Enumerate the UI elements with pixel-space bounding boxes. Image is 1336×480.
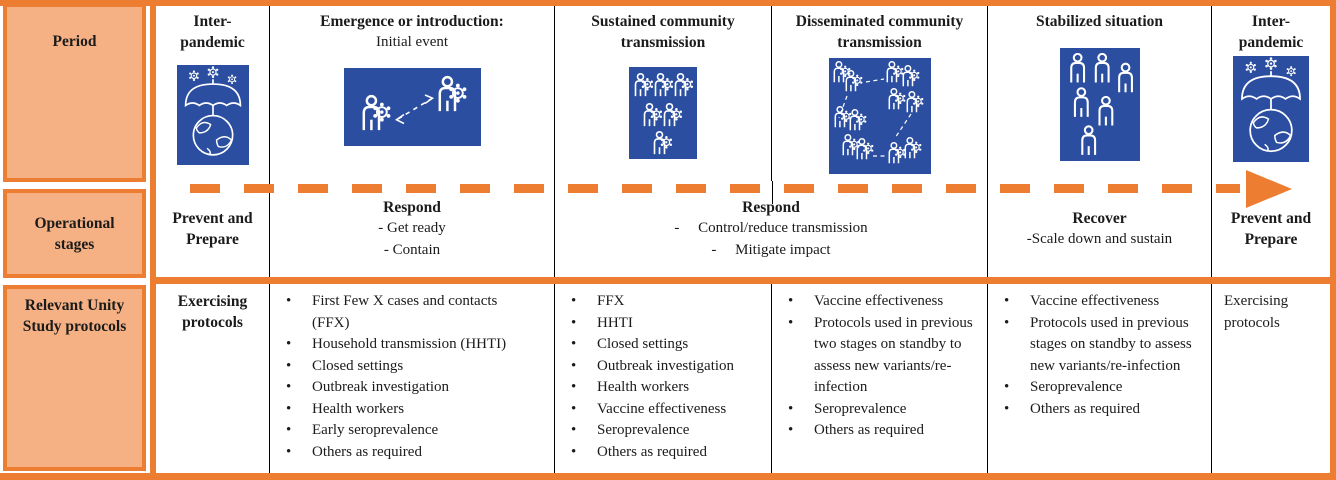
- protocol-item: Health workers: [286, 399, 552, 421]
- row-label-protocols: Relevant Unity Study protocols: [3, 285, 146, 471]
- row-label-period: Period: [3, 3, 146, 182]
- period-cell-emergence: Emergence or introduction: Initial event: [270, 6, 555, 181]
- recovered-group-icon: [1059, 48, 1140, 161]
- protocol-item: Household transmission (HHTI): [286, 334, 552, 356]
- protocol-text: Exercising protocols: [1224, 293, 1289, 331]
- stage-item: - Get ready: [378, 220, 446, 236]
- period-cell-interpandemic-start: Inter-pandemic: [156, 6, 270, 181]
- row-label-text: Operational stages: [34, 214, 115, 253]
- row-label-text: Relevant Unity Study protocols: [22, 297, 127, 335]
- stage-cell-respond-contain: Respond - Get ready - Contain: [270, 181, 555, 277]
- umbrella-globe-icon: [176, 65, 249, 165]
- stage-head: Respond: [742, 199, 800, 216]
- main-table-left-border: [150, 0, 156, 480]
- period-subtitle: Initial event: [375, 34, 449, 50]
- protocol-item: Early seroprevalence: [286, 420, 552, 442]
- period-title: Inter-pandemic: [1238, 13, 1304, 51]
- stage-cell-prevent-prepare-start: Prevent and Prepare: [156, 181, 270, 277]
- stage-head: Recover: [1072, 209, 1127, 227]
- protocol-list: First Few X cases and contacts (FFX)Hous…: [270, 284, 554, 463]
- protocol-item: Seroprevalence: [788, 399, 985, 421]
- infected-group-icon: [629, 67, 697, 159]
- stage-item: -Scale down and sustain: [1026, 230, 1173, 247]
- person-to-person-transmission-icon: [343, 68, 481, 146]
- period-cell-sustained: Sustained community transmission: [555, 6, 772, 181]
- protocol-item: Protocols used in previous two stages on…: [788, 313, 985, 399]
- umbrella-globe-icon: [1233, 56, 1309, 162]
- stage-cell-recover: Recover -Scale down and sustain: [988, 181, 1212, 277]
- protocol-item: Others as required: [1004, 399, 1209, 421]
- stage-head: Respond: [383, 199, 441, 216]
- period-cell-stabilized: Stabilized situation: [988, 6, 1212, 181]
- frame-bottom-border: [0, 473, 1336, 480]
- protocol-item: Outbreak investigation: [286, 377, 552, 399]
- protocol-item: Outbreak investigation: [571, 356, 769, 378]
- protocol-item: HHTI: [571, 313, 769, 335]
- protocol-item: Protocols used in previous stages on sta…: [1004, 313, 1209, 378]
- infected-clusters-network-icon: [828, 58, 931, 174]
- protocol-item: Seroprevalence: [571, 420, 769, 442]
- protocol-item: Closed settings: [571, 334, 769, 356]
- protocol-item: Vaccine effectiveness: [571, 399, 769, 421]
- period-cell-interpandemic-end: Inter-pandemic: [1212, 6, 1330, 181]
- protocol-item: Others as required: [571, 442, 769, 464]
- protocol-item: Others as required: [788, 420, 985, 442]
- protocol-cell-exercising-end: Exercising protocols: [1212, 284, 1330, 473]
- protocol-item: FFX: [571, 291, 769, 313]
- stage-item: - Mitigate impact: [711, 241, 831, 258]
- protocol-cell-disseminated: Vaccine effectivenessProtocols used in p…: [772, 284, 988, 473]
- stage-cell-respond-control: Respond - Control/reduce transmission - M…: [555, 181, 988, 277]
- period-title: Sustained community transmission: [591, 13, 735, 51]
- protocol-list: Vaccine effectivenessProtocols used in p…: [988, 284, 1211, 420]
- protocol-item: Closed settings: [286, 356, 552, 378]
- row-separator: [150, 277, 1336, 284]
- protocol-text: Exercising protocols: [177, 293, 248, 331]
- protocol-item: Health workers: [571, 377, 769, 399]
- period-title: Inter-pandemic: [180, 13, 245, 51]
- period-title: Disseminated community transmission: [795, 13, 964, 51]
- period-title: Stabilized situation: [1035, 13, 1164, 30]
- timeline-arrow-dashes: [190, 184, 1240, 193]
- protocol-item: First Few X cases and contacts (FFX): [286, 291, 552, 334]
- protocol-cell-sustained: FFXHHTIClosed settingsOutbreak investiga…: [555, 284, 772, 473]
- period-cell-disseminated: Disseminated community transmission: [772, 6, 988, 181]
- stage-item: - Contain: [383, 241, 441, 258]
- row-label-text: Period: [52, 33, 97, 50]
- protocol-item: Others as required: [286, 442, 552, 464]
- protocol-item: Vaccine effectiveness: [788, 291, 985, 313]
- protocol-item: Seroprevalence: [1004, 377, 1209, 399]
- frame-right-border: [1330, 0, 1336, 480]
- stage-item: - Control/reduce transmission: [674, 220, 868, 236]
- stage-head: Prevent and Prepare: [1230, 210, 1312, 248]
- timeline-arrow-head-icon: [1246, 170, 1292, 208]
- protocol-cell-stabilized: Vaccine effectivenessProtocols used in p…: [988, 284, 1212, 473]
- protocol-list: FFXHHTIClosed settingsOutbreak investiga…: [555, 284, 771, 463]
- period-title: Emergence or introduction:: [320, 13, 504, 30]
- stage-items: - Control/reduce transmission - Mitigate …: [674, 218, 867, 261]
- protocol-item: Vaccine effectiveness: [1004, 291, 1209, 313]
- stage-items: -Scale down and sustain: [1027, 229, 1172, 251]
- protocol-cell-exercising-start: Exercising protocols: [156, 284, 270, 473]
- protocol-cell-emergence: First Few X cases and contacts (FFX)Hous…: [270, 284, 555, 473]
- stage-items: - Get ready - Contain: [378, 218, 445, 261]
- protocol-list: Vaccine effectivenessProtocols used in p…: [772, 284, 987, 442]
- row-label-operational-stages: Operational stages: [3, 189, 146, 278]
- frame-top-border: [0, 0, 1336, 6]
- stage-head: Prevent and Prepare: [172, 210, 253, 248]
